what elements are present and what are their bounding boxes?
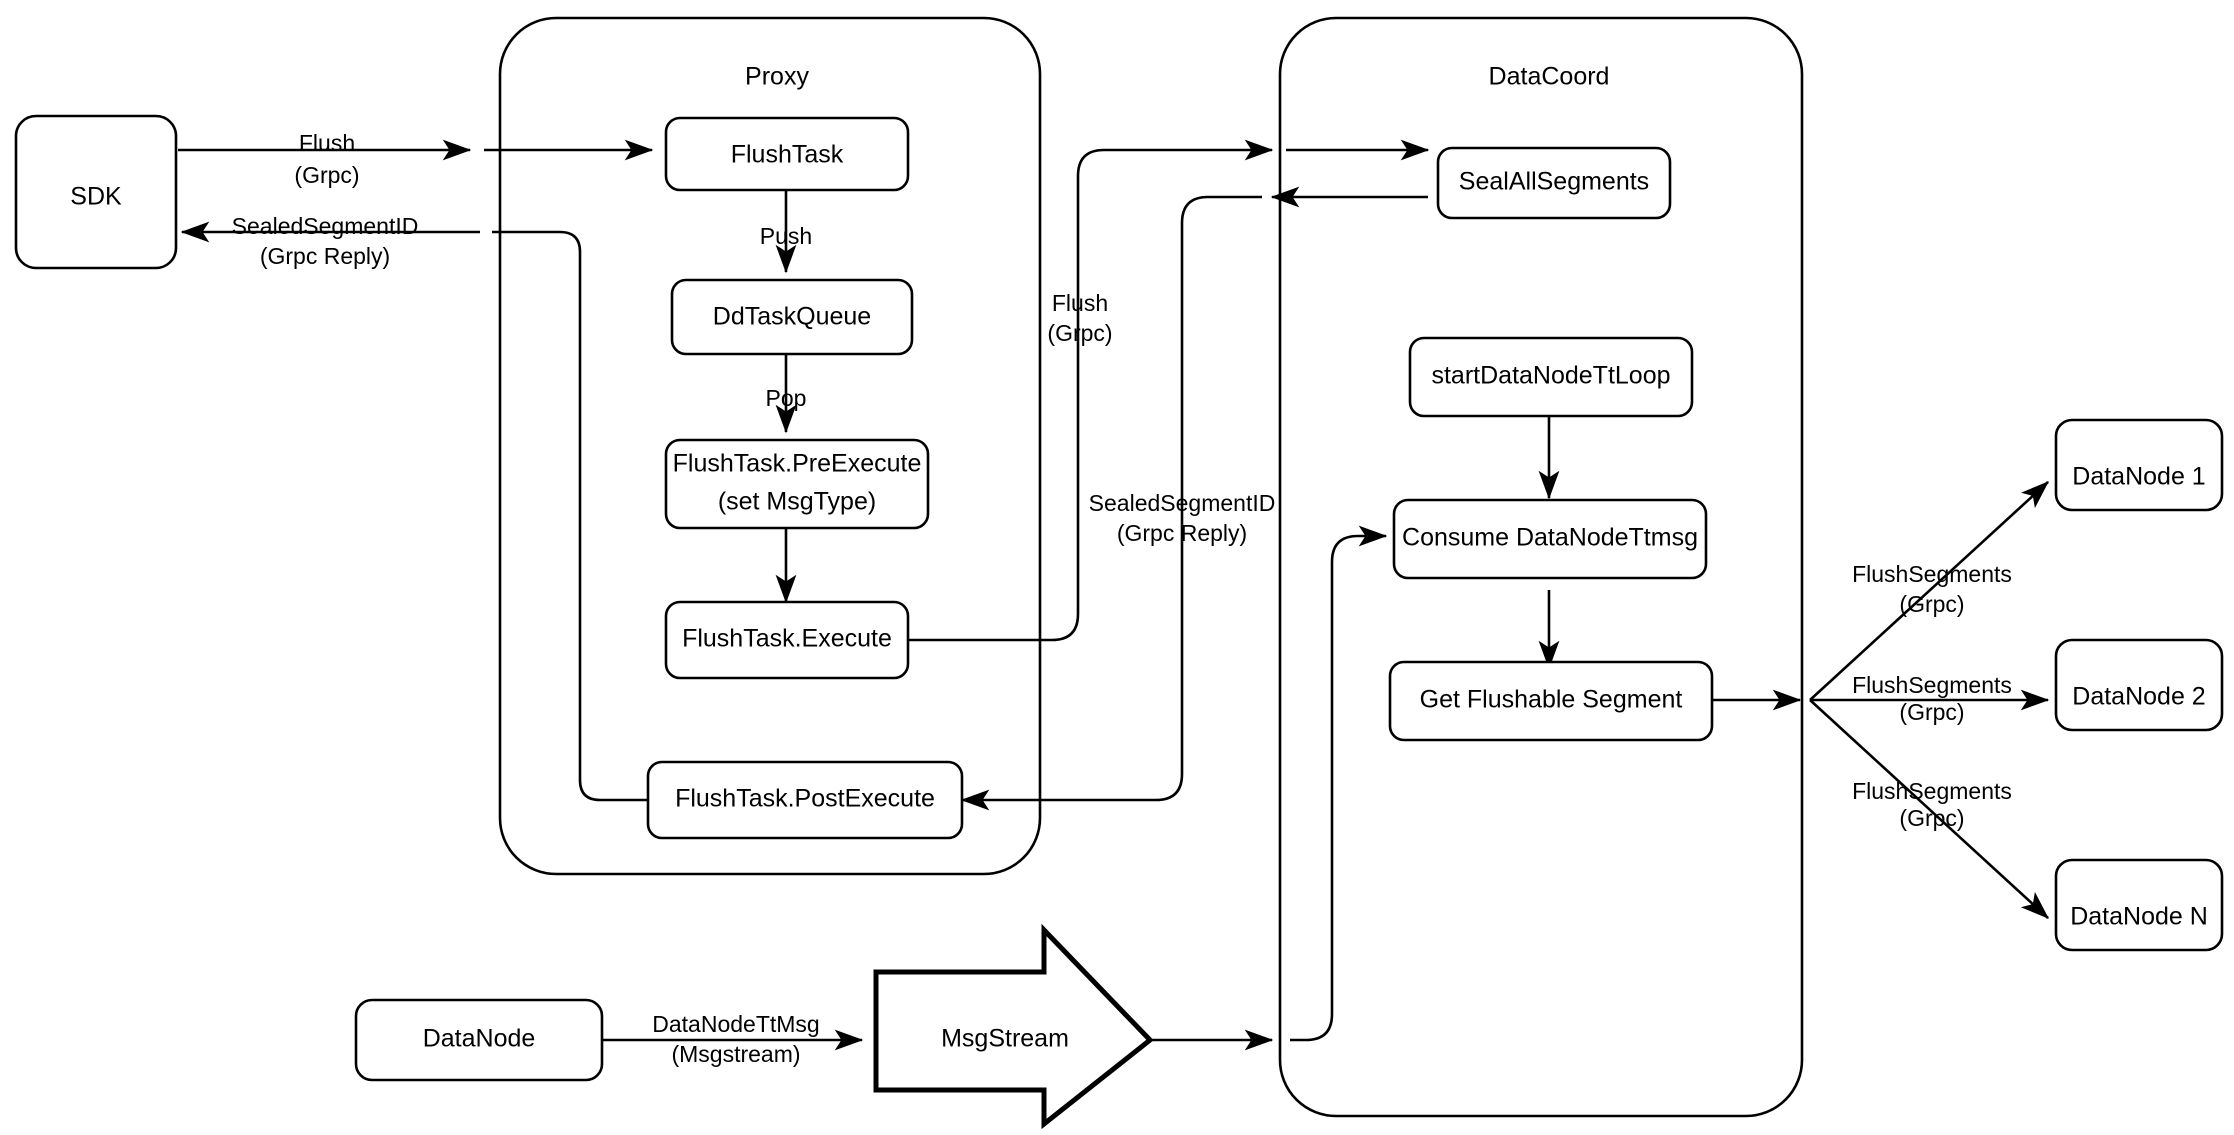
edge-datacoord-inlet-to-consume	[1290, 525, 1388, 1042]
proxy-container-label: Proxy	[745, 63, 809, 91]
edge-label-datanode-ttmsg-line2: (Msgstream)	[671, 1041, 800, 1067]
node-datanode-n-label: DataNode N	[2070, 903, 2208, 931]
edge-label-coord-to-proxy-line1: SealedSegmentID	[1089, 490, 1276, 516]
edge-label-sdk-to-proxy-line1: Flush	[299, 130, 355, 156]
node-sealallsegments[interactable]	[1436, 146, 1672, 220]
edge-execute-to-datacoord	[908, 139, 1274, 642]
edge-label-sdk-to-proxy-line2: (Grpc)	[294, 162, 359, 188]
node-flushtask-preexecute[interactable]	[664, 438, 930, 530]
node-datanode-1[interactable]	[2054, 418, 2224, 512]
node-consume-datanode-ttmsg-label: Consume DataNodeTtmsg	[1402, 524, 1698, 552]
node-flushtask-preexecute-label-line1: FlushTask.PreExecute	[673, 450, 922, 478]
node-start-datanode-tt-loop-label: startDataNodeTtLoop	[1431, 362, 1670, 390]
node-sealallsegments-label: SealAllSegments	[1459, 168, 1649, 196]
edge-label-flush-segments-n-line1: FlushSegments	[1852, 778, 2012, 804]
edge-label-proxy-to-sdk-line2: (Grpc Reply)	[260, 243, 390, 269]
edge-label-coord-to-proxy-line2: (Grpc Reply)	[1117, 520, 1247, 546]
node-consume-datanode-ttmsg[interactable]	[1392, 498, 1708, 580]
node-flushtask-postexecute[interactable]	[646, 760, 964, 840]
node-datanode-source-label: DataNode	[423, 1025, 536, 1053]
datacoord-container-label: DataCoord	[1489, 63, 1610, 91]
edge-label-push: Push	[760, 223, 812, 249]
node-flushtask-postexecute-label: FlushTask.PostExecute	[675, 785, 935, 813]
node-ddtaskqueue[interactable]	[670, 278, 914, 356]
node-flushtask-preexecute-label-line2: (set MsgType)	[718, 488, 876, 516]
edge-postexecute-to-sdk-route	[492, 230, 648, 802]
edge-label-flush-segments-2-line1: FlushSegments	[1852, 672, 2012, 698]
node-datanode-n[interactable]	[2054, 858, 2224, 952]
node-flushtask-execute[interactable]	[664, 600, 910, 680]
node-flushtask-label: FlushTask	[731, 141, 844, 169]
edge-label-proxy-to-sdk-line1: SealedSegmentID	[232, 213, 419, 239]
edge-hub-to-datanode-1	[1809, 481, 2049, 701]
node-get-flushable-segment-label: Get Flushable Segment	[1420, 686, 1683, 714]
edge-datacoord-to-postexecute	[960, 195, 1262, 811]
edge-label-proxy-to-coord-line1: Flush	[1052, 290, 1108, 316]
edge-label-flush-segments-1-line1: FlushSegments	[1852, 561, 2012, 587]
node-msgstream-block-arrow[interactable]	[873, 923, 1154, 1130]
node-ddtaskqueue-label: DdTaskQueue	[713, 303, 871, 331]
edge-label-pop: Pop	[766, 385, 807, 411]
edge-label-flush-segments-n-line2: (Grpc)	[1899, 805, 1964, 831]
node-start-datanode-tt-loop[interactable]	[1408, 336, 1694, 418]
edge-label-datanode-ttmsg-line1: DataNodeTtMsg	[652, 1011, 819, 1037]
node-datanode-2-label: DataNode 2	[2072, 683, 2205, 711]
node-flushtask-execute-label: FlushTask.Execute	[682, 625, 892, 653]
node-msgstream-label: MsgStream	[941, 1025, 1069, 1053]
node-datanode-1-label: DataNode 1	[2072, 463, 2205, 491]
node-datanode-source[interactable]	[354, 998, 604, 1082]
edge-label-flush-segments-1-line2: (Grpc)	[1899, 591, 1964, 617]
edge-label-proxy-to-coord-line2: (Grpc)	[1047, 320, 1112, 346]
datacoord-container	[1278, 16, 1804, 1118]
node-flushtask[interactable]	[664, 116, 910, 192]
proxy-container	[498, 16, 1042, 876]
node-get-flushable-segment[interactable]	[1388, 660, 1714, 742]
edge-label-flush-segments-2-line2: (Grpc)	[1899, 699, 1964, 725]
node-sdk[interactable]	[14, 114, 178, 270]
node-datanode-2[interactable]	[2054, 638, 2224, 732]
node-sdk-label: SDK	[70, 183, 122, 211]
edge-hub-to-datanode-n	[1809, 699, 2049, 919]
